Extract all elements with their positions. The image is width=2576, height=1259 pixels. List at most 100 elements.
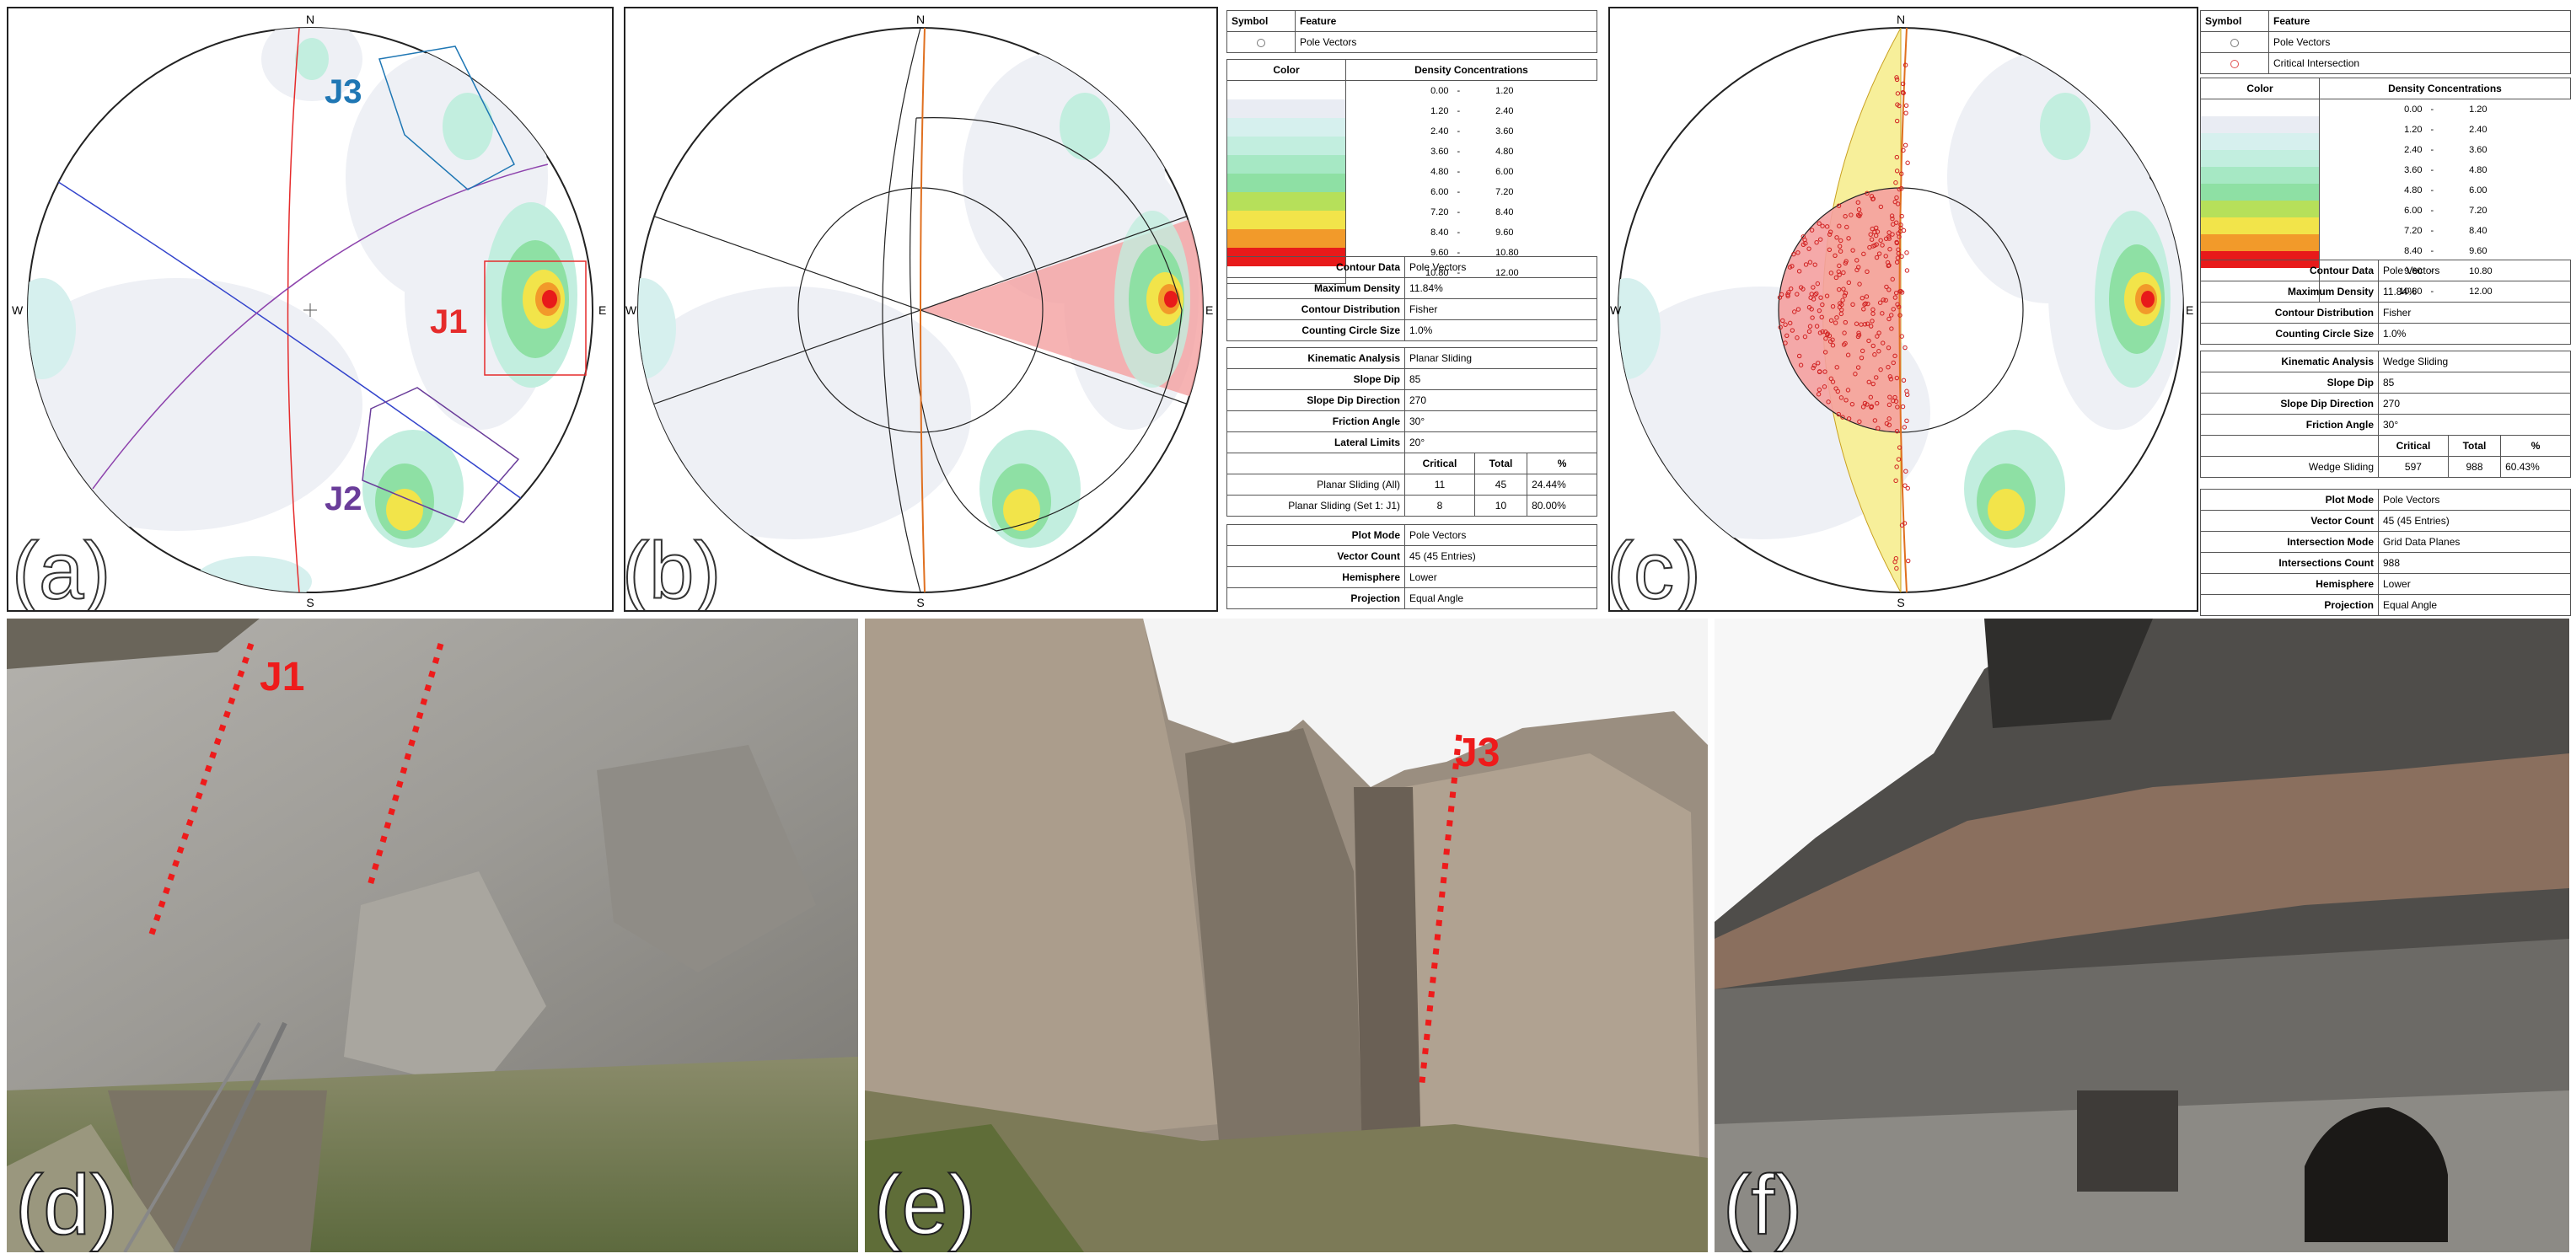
slope-face-great-circle xyxy=(1898,27,1908,593)
critical-intersection-point xyxy=(1854,321,1860,326)
critical-intersection-point xyxy=(1823,336,1828,341)
critical-intersection-point xyxy=(1840,415,1845,420)
critical-intersection-point xyxy=(1880,311,1885,316)
critical-intersection-point xyxy=(1795,292,1800,297)
critical-intersection-point xyxy=(1877,300,1883,305)
density-max: 4.80 xyxy=(2469,165,2487,175)
critical-intersection-point xyxy=(1837,244,1843,249)
density-min: 7.20 xyxy=(1430,207,1449,217)
critical-intersection-point xyxy=(1802,334,1808,340)
critical-intersection-point xyxy=(1811,363,1817,368)
critical-intersection-point xyxy=(1870,381,1876,387)
j1-great-circle xyxy=(287,28,300,592)
cave-entrance xyxy=(2305,1107,2448,1242)
critical-intersection-point xyxy=(1887,246,1892,252)
pole-vector-symbol xyxy=(2230,38,2239,47)
critical-intersection-point xyxy=(1901,378,1907,383)
critical-intersection-point xyxy=(1843,319,1848,325)
critical-intersection-point xyxy=(1902,142,1908,148)
critical-intersection-point xyxy=(1876,349,1881,354)
critical-intersection-point xyxy=(1896,251,1902,256)
critical-intersection-point xyxy=(1788,320,1793,326)
critical-intersection-point xyxy=(1822,369,1827,374)
critical-intersection-point xyxy=(1824,293,1830,298)
critical-intersection-point xyxy=(1836,203,1842,208)
critical-intersection-point xyxy=(1849,212,1854,217)
critical-intersection-point xyxy=(1886,287,1892,292)
critical-intersection-point xyxy=(1870,196,1876,201)
critical-intersection-point xyxy=(1826,399,1831,404)
critical-intersection-point xyxy=(1828,271,1834,276)
row-value: Grid Data Planes xyxy=(2378,531,2571,553)
row-value: 30° xyxy=(2378,414,2571,436)
critical-intersection-point xyxy=(1903,103,1909,108)
legend-col-symbol: Symbol xyxy=(2200,10,2269,32)
critical-intersection-point xyxy=(1878,367,1883,372)
critical-intersection-point xyxy=(1889,326,1894,331)
stereonet-b: N S E W (b) xyxy=(625,13,1213,610)
critical-intersection-point xyxy=(1902,521,1908,526)
critical-intersection-point xyxy=(1878,204,1884,210)
critical-intersection-point xyxy=(1902,62,1908,67)
critical-intersection-point xyxy=(1843,260,1849,266)
critical-intersection-point xyxy=(1837,287,1842,292)
critical-intersection-point xyxy=(1834,365,1839,370)
critical-intersection-point xyxy=(1864,294,1870,299)
compass-north: N xyxy=(916,13,925,26)
critical-intersection-point xyxy=(1833,320,1838,325)
row-value: Pole Vectors xyxy=(2378,489,2571,511)
critical-intersection-point xyxy=(1862,400,1868,406)
row-value: 11.84% xyxy=(1404,277,1597,299)
critical-intersection-point xyxy=(1902,425,1907,430)
panel-letter-e: (e) xyxy=(873,1158,976,1252)
critical-intersection-point xyxy=(1878,238,1883,243)
critical-intersection-point xyxy=(1895,404,1900,410)
density-min: 4.80 xyxy=(2404,185,2423,196)
critical-intersection-point xyxy=(1901,147,1906,153)
set-label-j3: J3 xyxy=(1455,731,1500,775)
critical-intersection-point xyxy=(1865,301,1870,307)
set-label-j2: J2 xyxy=(325,480,362,517)
density-min: 1.20 xyxy=(1430,106,1449,116)
row-label: Slope Dip Direction xyxy=(2200,393,2379,415)
critical-intersection-point xyxy=(1846,236,1851,241)
critical-intersection-point xyxy=(1840,297,1845,303)
critical-intersection-point xyxy=(1886,416,1892,421)
critical-intersection-point xyxy=(1822,350,1828,355)
critical-intersection-point xyxy=(1818,295,1823,300)
compass-south: S xyxy=(1897,596,1904,609)
result-critical: 597 xyxy=(2378,456,2449,478)
critical-intersection-point xyxy=(1780,318,1785,324)
row-value: 20° xyxy=(1404,431,1597,453)
critical-intersection-point xyxy=(1892,295,1898,300)
critical-intersection-point xyxy=(1833,275,1839,281)
critical-intersection-point xyxy=(1861,251,1866,257)
critical-intersection-point xyxy=(1886,263,1891,269)
slope-face-great-circle xyxy=(920,28,926,592)
row-label: Slope Dip xyxy=(1226,368,1405,390)
critical-intersection-point xyxy=(1894,75,1899,80)
row-label: Slope Dip xyxy=(2200,372,2379,394)
critical-intersection-point xyxy=(1814,239,1819,245)
critical-intersection-point xyxy=(1876,330,1881,335)
critical-intersection-point xyxy=(1843,340,1848,346)
row-value: 85 xyxy=(2378,372,2571,394)
critical-intersection-point xyxy=(1886,365,1891,370)
critical-intersection-point xyxy=(1837,223,1842,228)
panel-letter-f: (f) xyxy=(1723,1158,1802,1252)
density-col-range: Density Concentrations xyxy=(2319,78,2571,99)
critical-intersection-point xyxy=(1870,244,1876,249)
critical-intersection-point xyxy=(1902,483,1908,488)
critical-intersection-point xyxy=(1865,269,1870,275)
j3-window xyxy=(378,46,515,190)
row-value: 270 xyxy=(2378,393,2571,415)
critical-intersection-point xyxy=(1886,316,1892,322)
critical-intersection-point xyxy=(1856,207,1862,212)
critical-intersection-point xyxy=(1886,402,1892,408)
critical-intersection-point xyxy=(1827,229,1833,234)
row-value: Lower xyxy=(2378,573,2571,595)
critical-intersection-point xyxy=(1893,180,1898,185)
legend-feature: Critical Intersection xyxy=(2268,52,2571,74)
